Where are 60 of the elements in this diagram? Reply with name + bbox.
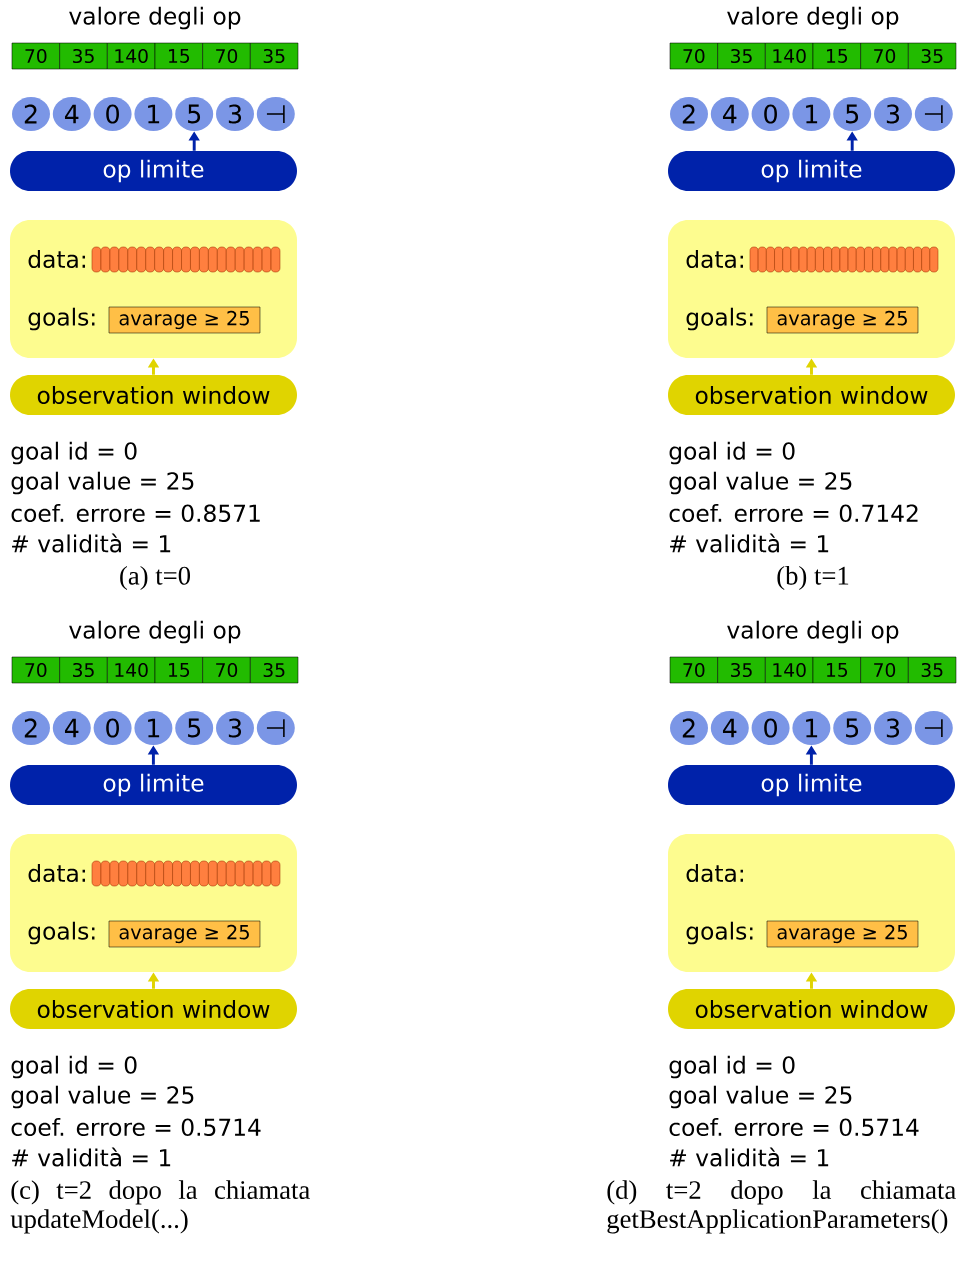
goal-box: avarage ≥ 25 (766, 306, 919, 334)
table-cell: 15 (154, 42, 203, 70)
pointer-pill: op limite (10, 765, 297, 805)
pointer-pill: op limite (668, 151, 955, 191)
table-heading: valore degli op (727, 620, 899, 644)
info-line: goal id = 0 (11, 441, 137, 465)
info-line: goal value = 25 (11, 471, 194, 495)
table-cell: 140 (107, 42, 156, 70)
info-line: coef. errore = 0.8571 (11, 504, 260, 523)
info-line: goal id = 0 (11, 1055, 137, 1079)
goal-box: avarage ≥ 25 (108, 306, 261, 334)
info-line: goal id = 0 (669, 1055, 795, 1079)
table-cell: 140 (107, 656, 156, 684)
table-cell: 70 (11, 42, 60, 70)
info-line: coef. errore = 0.5714 (11, 1118, 261, 1137)
table-cell: 140 (765, 42, 814, 70)
info-line: # validità = 1 (12, 533, 171, 553)
table-cell: 35 (59, 42, 108, 70)
table-heading: valore degli op (69, 620, 241, 644)
info-line: # validità = 1 (670, 533, 829, 553)
table-cell: 15 (812, 656, 861, 684)
info-line: goal value = 25 (11, 1085, 194, 1109)
info-line: coef. errore = 0.7142 (669, 504, 918, 523)
pointer-pill: op limite (10, 151, 297, 191)
pointer-pill: op limite (668, 765, 955, 805)
table-cell: 15 (154, 656, 203, 684)
table-cell: 70 (860, 42, 909, 70)
info-line: goal value = 25 (669, 471, 852, 495)
table-cell: 15 (812, 42, 861, 70)
goal-box: avarage ≥ 25 (108, 920, 261, 948)
table-cell: 70 (11, 656, 60, 684)
goal-box: avarage ≥ 25 (766, 920, 919, 948)
table-cell: 35 (717, 656, 766, 684)
info-line: # validità = 1 (670, 1147, 829, 1167)
table-cell: 35 (908, 42, 957, 70)
caption: (a) t=0 (120, 565, 190, 591)
window-pill: observation window (10, 375, 297, 415)
caption: (d) t=2 dopo la chiamata getBestApplicationParameters() (607, 1180, 956, 1234)
window-pill: observation window (668, 989, 955, 1029)
info-line: # validità = 1 (12, 1147, 171, 1167)
table-cell: 35 (250, 42, 299, 70)
info-line: coef. errore = 0.5714 (669, 1118, 919, 1137)
table-heading: valore degli op (69, 6, 241, 30)
window-pill: observation window (10, 989, 297, 1029)
caption: (b) t=1 (777, 565, 849, 591)
table-cell: 35 (59, 656, 108, 684)
info-line: goal id = 0 (669, 441, 795, 465)
table-cell: 70 (202, 42, 251, 70)
table-cell: 35 (908, 656, 957, 684)
table-cell: 70 (669, 42, 718, 70)
table-cell: 140 (765, 656, 814, 684)
caption: (c) t=2 dopo la chiamata updateModel(...) (10, 1180, 310, 1234)
table-cell: 70 (669, 656, 718, 684)
table-heading: valore degli op (727, 6, 899, 30)
window-pill: observation window (668, 375, 955, 415)
table-cell: 35 (717, 42, 766, 70)
table-cell: 70 (860, 656, 909, 684)
table-cell: 35 (250, 656, 299, 684)
info-line: goal value = 25 (669, 1085, 852, 1109)
table-cell: 70 (202, 656, 251, 684)
